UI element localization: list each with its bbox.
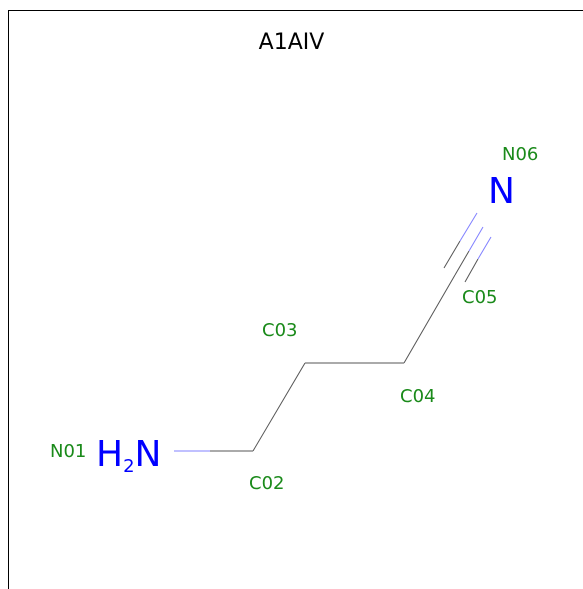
atom-label-n01: N01: [50, 441, 86, 462]
bond-c05-n06-triple: [443, 212, 492, 283]
molecule-title: A1AIV: [258, 30, 325, 55]
bond-c04-c05: [403, 274, 456, 364]
atom-label-n06: N06: [502, 144, 538, 165]
atom-n01-symbol: H2N: [96, 434, 161, 477]
atom-label-c04: C04: [400, 386, 435, 407]
atom-n06-symbol: N: [488, 171, 515, 212]
bond-c02-c03: [252, 362, 306, 452]
atom-label-c05: C05: [462, 287, 497, 308]
atom-label-c03: C03: [262, 320, 297, 341]
atom-label-c02: C02: [249, 473, 284, 494]
